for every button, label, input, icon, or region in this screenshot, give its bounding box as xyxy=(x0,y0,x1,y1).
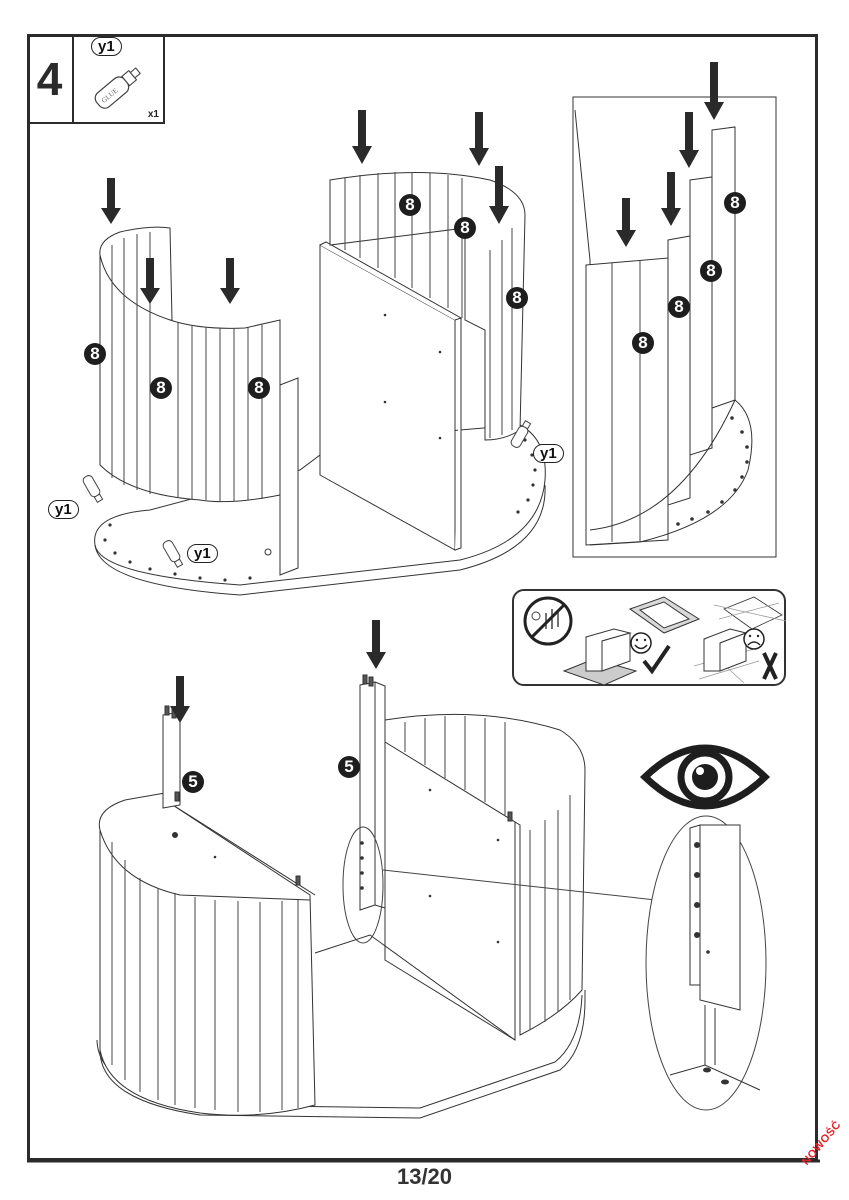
glue-label-y1: y1 xyxy=(187,544,218,563)
checkmark-icon xyxy=(642,644,671,675)
panel-label-8: 8 xyxy=(399,194,421,216)
panel-label-8: 8 xyxy=(724,192,746,214)
cabinet-on-floor-icon xyxy=(703,628,748,672)
safety-warning-panel xyxy=(512,589,787,686)
panel-label-8: 8 xyxy=(700,260,722,282)
parts-box: y1 GLUE x1 xyxy=(73,34,165,124)
glue-label-y1: y1 xyxy=(48,500,79,519)
down-arrow-icon xyxy=(140,258,160,304)
upper-assembly xyxy=(94,172,546,596)
inset-arrows xyxy=(616,62,724,247)
cabinet-on-mat-icon xyxy=(562,628,638,686)
part-id-label: y1 xyxy=(91,37,122,56)
glue-bottle-icon xyxy=(82,475,104,504)
panel-label-8: 8 xyxy=(632,332,654,354)
glue-bottle-icon: GLUE xyxy=(94,67,142,109)
smiley-sad-icon xyxy=(743,628,765,650)
down-arrow-icon xyxy=(469,112,489,166)
panel-label-8: 8 xyxy=(248,377,270,399)
down-arrow-icon xyxy=(170,676,190,723)
panel-label-8: 8 xyxy=(150,377,172,399)
down-arrow-icon xyxy=(366,620,386,669)
down-arrow-icon xyxy=(489,166,509,224)
down-arrow-icon xyxy=(616,198,636,247)
panel-label-5: 5 xyxy=(338,756,360,778)
down-arrow-icon xyxy=(704,62,724,120)
smiley-happy-icon xyxy=(630,632,652,654)
part-quantity: x1 xyxy=(147,109,159,120)
warning-illustrations xyxy=(523,596,787,686)
step-number: 4 xyxy=(36,53,63,105)
panel-label-8: 8 xyxy=(84,343,106,365)
panel-label-8: 8 xyxy=(454,217,476,239)
panel-label-8: 8 xyxy=(668,296,690,318)
glue-bottle-icon xyxy=(510,419,532,448)
down-arrow-icon xyxy=(101,178,121,224)
eye-icon xyxy=(639,744,771,810)
no-children-hand-icon xyxy=(523,596,573,646)
protective-mat-icon xyxy=(628,596,701,634)
panel-label-8: 8 xyxy=(506,287,528,309)
step-number-box: 4 xyxy=(27,34,74,124)
lower-assembly xyxy=(96,674,657,1119)
detail-zoom-ellipse xyxy=(645,815,767,1111)
down-arrow-icon xyxy=(661,172,681,226)
upper-arrows xyxy=(101,110,509,304)
glue-label-y1: y1 xyxy=(533,444,564,463)
down-arrow-icon xyxy=(679,112,699,168)
down-arrow-icon xyxy=(220,258,240,304)
down-arrow-icon xyxy=(352,110,372,164)
panel-label-5: 5 xyxy=(182,771,204,793)
page-number: 13/20 xyxy=(396,1164,453,1189)
right-wall-slats xyxy=(344,172,513,438)
cross-icon xyxy=(762,652,778,680)
glue-bottle-icon xyxy=(162,540,184,569)
lower-arrows xyxy=(170,620,386,723)
detail-inset xyxy=(572,96,777,558)
